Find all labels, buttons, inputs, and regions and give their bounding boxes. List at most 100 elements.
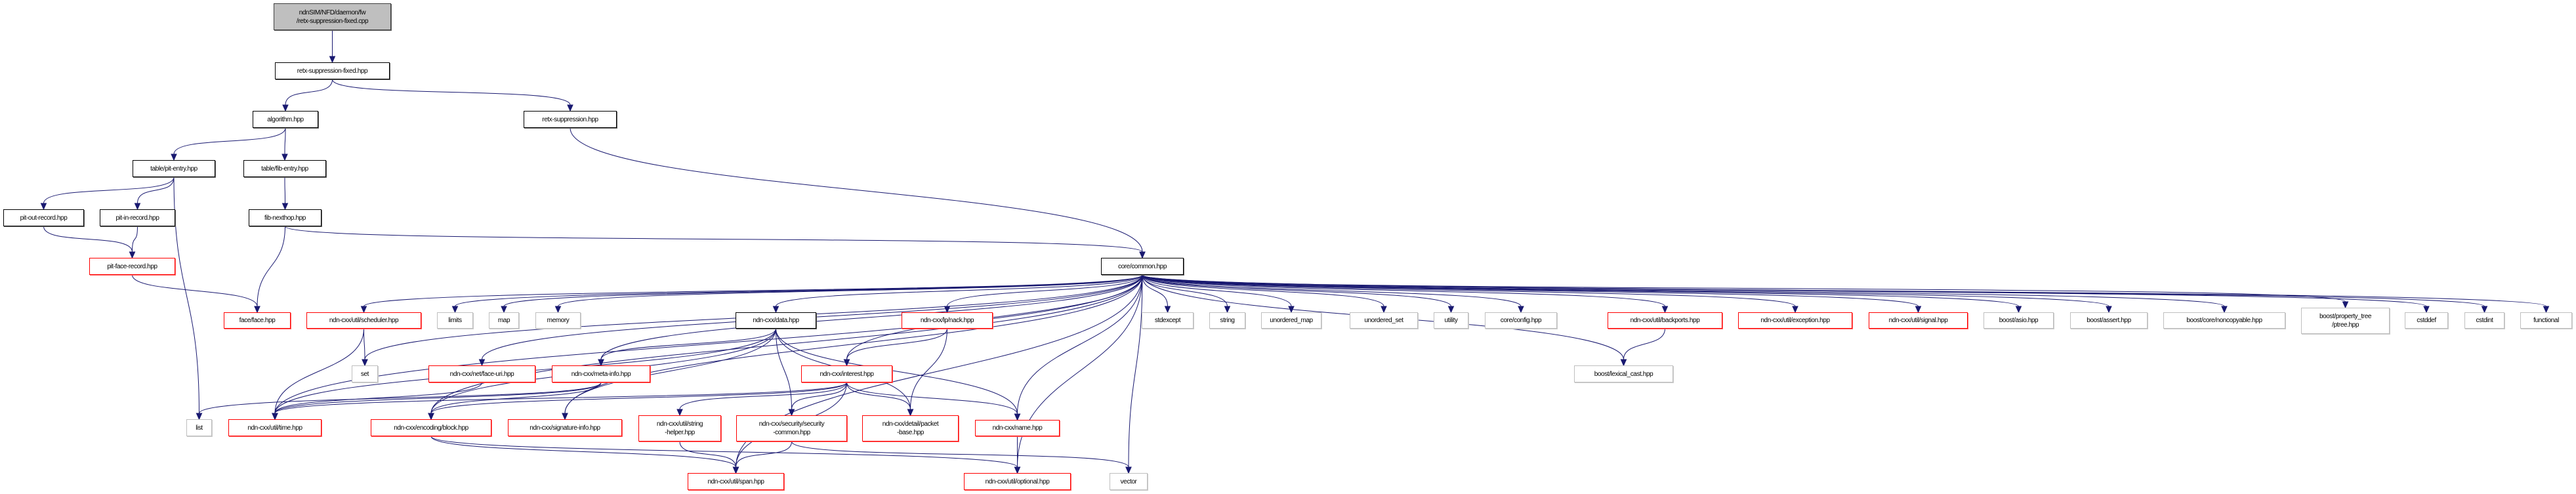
node-label: ndn-cxx/net/face-uri.hpp	[449, 370, 514, 378]
edge-sec_common-to-vector	[791, 441, 1129, 468]
node-meta-info[interactable]: ndn-cxx/meta-info.hpp	[552, 365, 650, 382]
edge-pit_entry-to-pit_out	[43, 176, 175, 204]
node-pit-entry[interactable]: table/pit-entry.hpp	[133, 160, 215, 177]
edge-common-to-time	[274, 274, 1143, 414]
node-pit-in[interactable]: pit-in-record.hpp	[100, 209, 175, 226]
node-label: ndn-cxx/util/span.hpp	[707, 478, 764, 485]
node-label: core/config.hpp	[1500, 317, 1542, 324]
node-algorithm[interactable]: algorithm.hpp	[253, 111, 318, 128]
node-ptree: boost/property_tree /ptree.hpp	[2301, 308, 2390, 334]
edge-common-to-name	[1017, 274, 1143, 415]
node-sec-common[interactable]: ndn-cxx/security/security -common.hpp	[736, 415, 847, 442]
node-time[interactable]: ndn-cxx/util/time.hpp	[228, 419, 322, 436]
node-label: list	[196, 424, 203, 432]
edge-nack-to-packet_base	[910, 328, 947, 410]
edge-interest-to-string_helper	[679, 382, 847, 410]
edge-retx_fixed-to-retx_supp	[332, 79, 571, 106]
node-fib-nexthop[interactable]: fib-nexthop.hpp	[249, 209, 322, 226]
node-span[interactable]: ndn-cxx/util/span.hpp	[688, 473, 784, 490]
node-backports[interactable]: ndn-cxx/util/backports.hpp	[1608, 312, 1722, 329]
node-label: pit-in-record.hpp	[115, 214, 159, 222]
node-label: table/fib-entry.hpp	[261, 165, 308, 173]
node-interest[interactable]: ndn-cxx/interest.hpp	[801, 365, 892, 382]
arrowhead-icon	[1381, 306, 1387, 314]
arrowhead-icon	[732, 466, 739, 474]
edge-sec_common-to-span	[736, 441, 792, 468]
arrowhead-icon	[2481, 306, 2488, 314]
arrowhead-icon	[281, 154, 288, 161]
node-list: list	[186, 419, 212, 436]
edge-common-to-data	[776, 274, 1143, 307]
edge-pit_face-to-face	[132, 274, 258, 307]
edge-data-to-meta_info	[600, 328, 776, 360]
node-label: boost/lexical_cast.hpp	[1594, 370, 1653, 378]
arrowhead-icon	[1620, 359, 1627, 367]
edge-algorithm-to-pit_entry	[173, 127, 286, 155]
node-string-helper[interactable]: ndn-cxx/util/string -helper.hpp	[638, 415, 721, 442]
node-label: ndn-cxx/detail/packet -base.hpp	[882, 421, 939, 436]
edge-meta_info-to-time	[274, 382, 602, 414]
arrowhead-icon	[478, 359, 486, 367]
node-packet-base[interactable]: ndn-cxx/detail/packet -base.hpp	[862, 415, 959, 442]
node-fib-entry[interactable]: table/fib-entry.hpp	[243, 160, 326, 177]
node-pit-out[interactable]: pit-out-record.hpp	[3, 209, 84, 226]
node-label: ndn-cxx/util/signal.hpp	[1888, 317, 1948, 324]
node-label: ndn-cxx/lp/nack.hpp	[920, 317, 974, 324]
node-scheduler[interactable]: ndn-cxx/util/scheduler.hpp	[306, 312, 421, 329]
node-map: map	[489, 312, 519, 329]
arrowhead-icon	[1014, 413, 1021, 421]
arrowhead-icon	[554, 306, 562, 314]
edge-pit_in-to-pit_face	[132, 226, 138, 253]
edge-common-to-exception	[1142, 274, 1796, 307]
node-label: ndn-cxx/name.hpp	[992, 424, 1043, 432]
edge-block-to-span	[430, 436, 736, 468]
node-nack[interactable]: ndn-cxx/lp/nack.hpp	[902, 312, 993, 329]
node-name[interactable]: ndn-cxx/name.hpp	[975, 420, 1060, 436]
arrowhead-icon	[282, 104, 289, 112]
arrowhead-icon	[1224, 306, 1231, 314]
node-exception[interactable]: ndn-cxx/util/exception.hpp	[1738, 312, 1852, 329]
node-retx-fixed[interactable]: retx-suppression-fixed.hpp	[275, 62, 390, 79]
node-label: core/common.hpp	[1117, 262, 1167, 270]
edge-common-to-unordered_map	[1142, 274, 1292, 307]
node-face[interactable]: face/face.hpp	[224, 312, 291, 329]
node-unordered-map: unordered_map	[1261, 312, 1321, 329]
node-label: boost/property_tree /ptree.hpp	[2319, 313, 2372, 329]
node-label: retx-suppression.hpp	[542, 115, 598, 123]
node-config: core/config.hpp	[1485, 312, 1557, 329]
arrowhead-icon	[1518, 306, 1524, 314]
node-signal[interactable]: ndn-cxx/util/signal.hpp	[1869, 312, 1968, 329]
node-label: ndn-cxx/interest.hpp	[820, 370, 874, 378]
node-pit-face[interactable]: pit-face-record.hpp	[89, 258, 175, 275]
edge-fib_nexthop-to-face	[257, 226, 285, 307]
node-label: ndn-cxx/signature-info.hpp	[530, 424, 600, 432]
node-sig-info[interactable]: ndn-cxx/signature-info.hpp	[508, 419, 622, 436]
arrowhead-icon	[1661, 306, 1669, 314]
node-retx-supp[interactable]: retx-suppression.hpp	[524, 111, 617, 128]
arrowhead-icon	[40, 203, 47, 211]
arrowhead-icon	[428, 413, 434, 421]
node-common[interactable]: core/common.hpp	[1101, 258, 1184, 275]
edge-common-to-meta_info	[600, 274, 1143, 360]
node-block[interactable]: ndn-cxx/encoding/block.hpp	[371, 419, 491, 436]
node-root[interactable]: ndnSIM/NFD/daemon/fw /retx-suppression-f…	[274, 3, 391, 30]
edge-common-to-unordered_set	[1142, 274, 1384, 307]
arrowhead-icon	[2221, 306, 2228, 314]
node-optional[interactable]: ndn-cxx/util/optional.hpp	[964, 473, 1071, 490]
arrowhead-icon	[362, 359, 368, 367]
arrowhead-icon	[272, 413, 278, 421]
node-vector: vector	[1110, 473, 1148, 490]
edge-retx_fixed-to-algorithm	[285, 79, 333, 106]
edge-common-to-assert	[1142, 274, 2109, 307]
node-label: vector	[1120, 478, 1137, 485]
arrowhead-icon	[171, 154, 177, 161]
node-data[interactable]: ndn-cxx/data.hpp	[736, 312, 816, 329]
arrowhead-icon	[1792, 306, 1798, 314]
edge-data-to-sec_common	[776, 328, 792, 410]
node-label: ndn-cxx/util/optional.hpp	[985, 478, 1050, 485]
arrowhead-icon	[129, 251, 136, 259]
node-face-uri[interactable]: ndn-cxx/net/face-uri.hpp	[428, 365, 535, 382]
edge-common-to-config	[1142, 274, 1522, 307]
node-label: ndn-cxx/data.hpp	[753, 317, 799, 324]
